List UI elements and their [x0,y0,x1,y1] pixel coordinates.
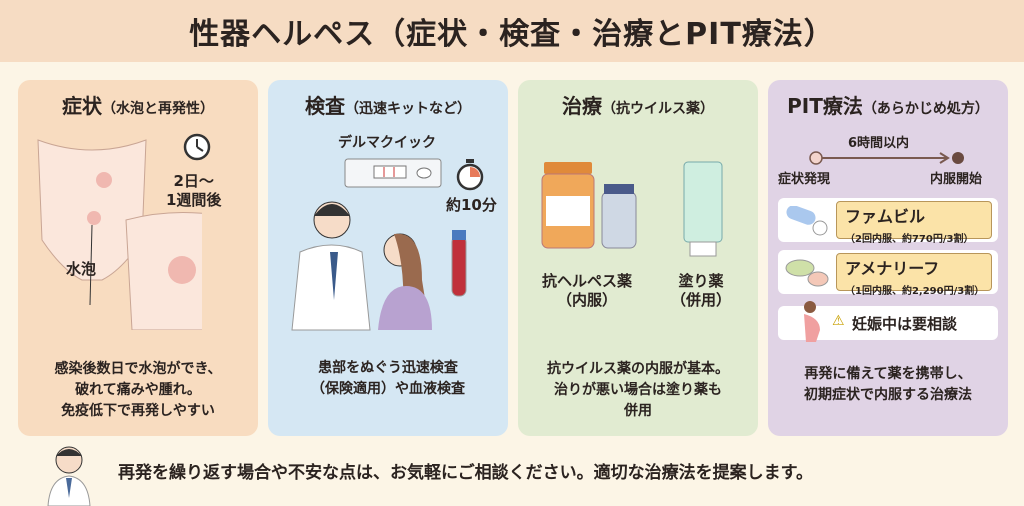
clock-icon [183,133,211,161]
treatment-heading: 治療（抗ウイルス薬） [526,90,750,119]
heading-text: 治療 [562,94,602,118]
doctor-avatar-icon [47,446,91,506]
tablet-icon [785,259,829,287]
test-kit-icon [344,158,442,188]
onset-timing: 2日〜 1週間後 [166,172,222,209]
heading-subtitle: （水泡と再発性） [102,101,214,117]
footer-message: 再発を繰り返す場合や不安な点は、お気軽にご相談ください。適切な治療法を提案します… [118,463,813,483]
timeline-start: 症状発現 [778,172,831,187]
symptoms-panel: 症状（水泡と再発性） 水泡 2日〜 1週間後 感染後数日で水泡ができ、 破れて痛… [18,80,258,436]
test-heading: 検査（迅速キットなど） [276,90,500,119]
pregnancy-warning: ⚠ 妊娠中は要相談 [778,301,998,342]
stopwatch-icon [456,159,484,191]
pit-heading: PIT療法（あらかじめ処方） [776,90,1000,119]
doctor-patient-illustration [291,201,467,331]
body-illustration [37,139,202,330]
timeline-label: 6時間以内 [848,136,910,151]
page-title: 性器ヘルペス（症状・検査・治療とPIT療法） [0,0,1024,62]
drug-card-amenalief: アメナリーフ （1回内服、約2,290円/3割） [778,250,998,297]
blister-label: 水泡 [66,260,97,278]
pit-panel: PIT療法（あらかじめ処方） 6時間以内 症状発現 内服開始 ファムビル （2回内… [768,80,1008,436]
capsule-icon [786,206,828,236]
heading-text: PIT療法 [787,94,863,118]
symptoms-description: 感染後数日で水泡ができ、 破れて痛みや腫れ。 免疫低下で再発しやすい [54,361,222,419]
drug-tag: アメナリーフ （1回内服、約2,290円/3割） [836,253,992,297]
warning-icon: ⚠ [832,313,845,329]
topical-drug-label: 塗り薬 （併用） [670,272,731,309]
ointment-tube-icon [683,161,723,257]
timeline-end: 内服開始 [930,172,983,187]
footer: 再発を繰り返す場合や不安な点は、お気軽にご相談ください。適切な治療法を提案します… [0,440,1024,506]
pill-bottles-icon [541,162,637,249]
kit-name: デルマクイック [338,135,436,151]
heading-text: 症状 [62,94,102,118]
drug-card-famvir: ファムビル （2回内服、約770円/3割） [778,198,998,245]
drug-detail: （2回内服、約770円/3割） [845,234,974,245]
drug-detail: （1回内服、約2,290円/3割） [845,286,985,297]
pregnant-woman-icon [804,301,820,342]
pit-description: 再発に備えて薬を携帯し、 初期症状で内服する治療法 [804,366,972,403]
drug-name: ファムビル [845,207,926,226]
timeline-arrow [809,151,964,165]
test-description: 患部をぬぐう迅速検査 （保険適用）や血液検査 [311,360,465,397]
symptoms-heading: 症状（水泡と再発性） [26,90,250,119]
warning-text: 妊娠中は要相談 [852,315,958,333]
test-time: 約10分 [446,196,497,214]
test-panel: 検査（迅速キットなど） デルマクイック 約10分 患部をぬぐう迅速検査 （保険適… [268,80,508,436]
treatment-description: 抗ウイルス薬の内服が基本。 治りが悪い場合は塗り薬も 併用 [547,361,729,419]
oral-drug-label: 抗ヘルペス薬 （内服） [541,272,632,309]
heading-text: 検査 [305,94,345,118]
heading-subtitle: （あらかじめ処方） [862,101,989,117]
heading-subtitle: （迅速キットなど） [345,101,471,117]
heading-subtitle: （抗ウイルス薬） [602,101,714,117]
drug-name: アメナリーフ [845,259,940,278]
treatment-panel: 治療（抗ウイルス薬） 抗ヘルペス薬 （内服） 塗り薬 （併用） 抗ウイルス薬の内… [518,80,758,436]
drug-tag: ファムビル （2回内服、約770円/3割） [836,201,992,245]
